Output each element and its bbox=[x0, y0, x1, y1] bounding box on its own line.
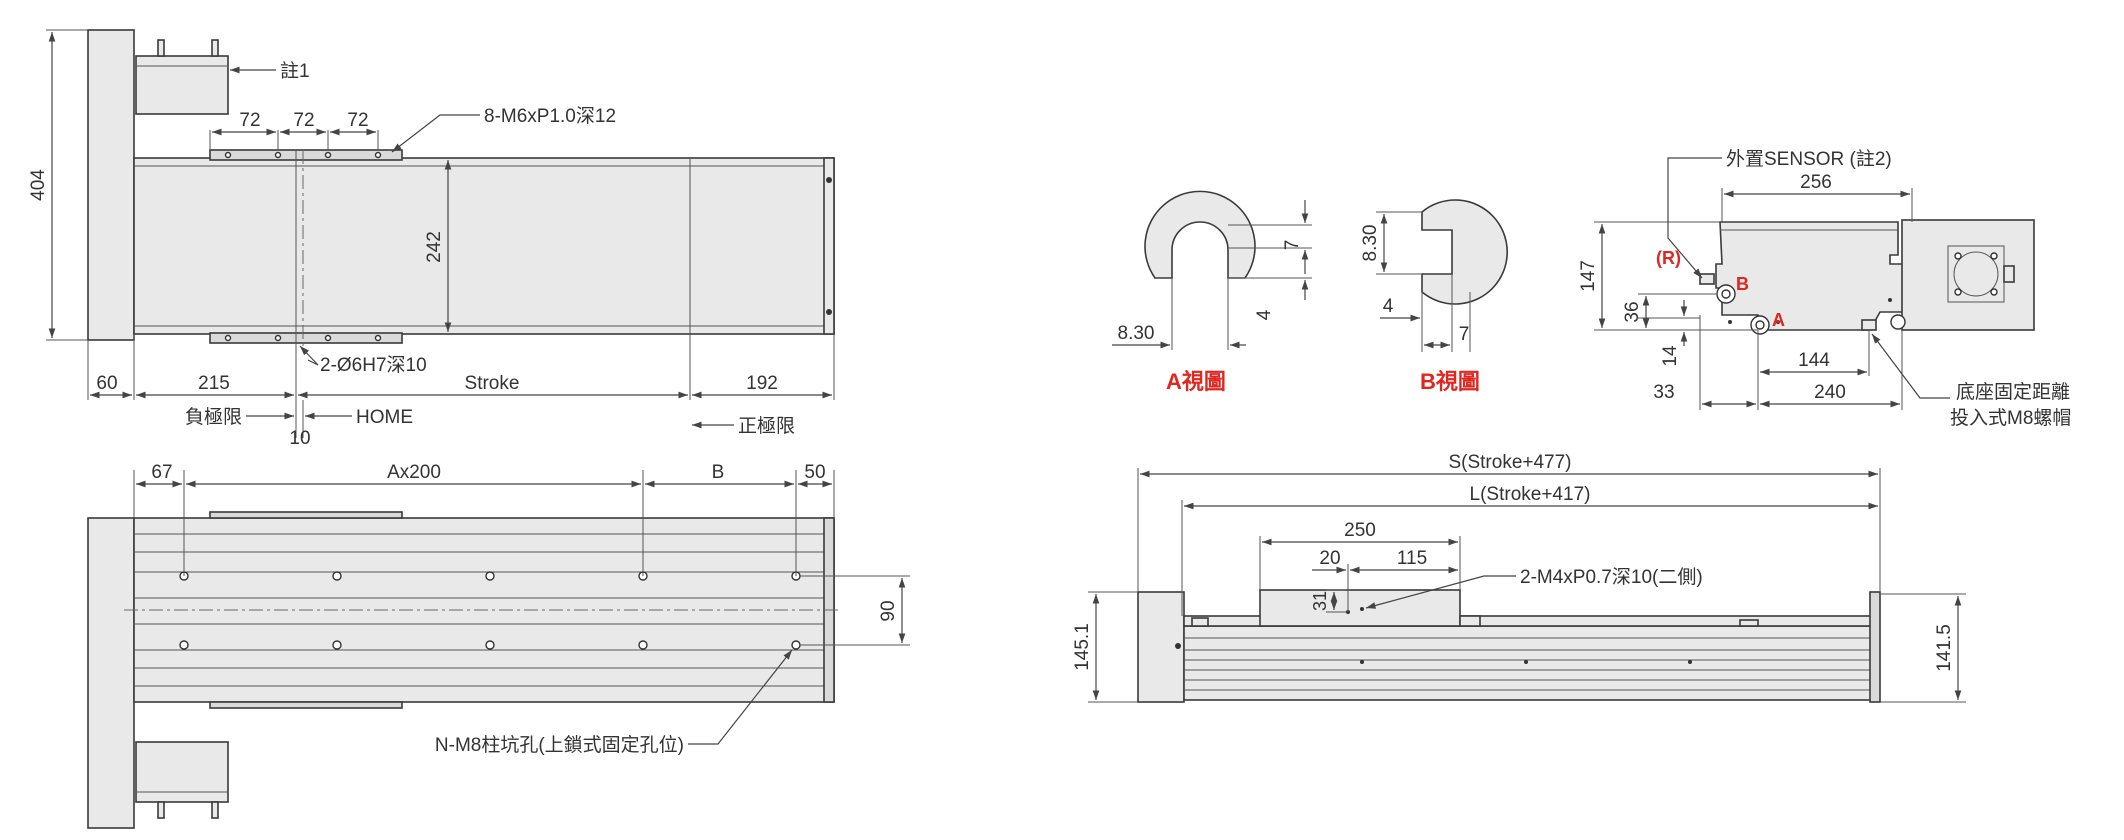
side-dim-141-5: 141.5 bbox=[1934, 624, 1955, 672]
base-note-line1: 底座固定距離 bbox=[1956, 381, 2070, 403]
pin-holes-label: 2-Ø6H7深10 bbox=[320, 354, 427, 376]
dim-215: 215 bbox=[198, 373, 230, 394]
end-dim-144: 144 bbox=[1798, 350, 1830, 371]
dim-72-c: 72 bbox=[347, 110, 368, 131]
view-b-dim-830: 8.30 bbox=[1360, 225, 1381, 262]
base-note-line2: 投入式M8螺帽 bbox=[1950, 407, 2071, 429]
end-dim-36: 36 bbox=[1622, 301, 1643, 322]
s-length-label: S(Stroke+477) bbox=[1448, 452, 1571, 473]
end-dim-33: 33 bbox=[1653, 382, 1674, 403]
view-a-dim-830: 8.30 bbox=[1118, 323, 1155, 344]
end-dim-14: 14 bbox=[1660, 345, 1681, 367]
side-dim-145-1: 145.1 bbox=[1072, 623, 1093, 671]
view-a-dim-4: 4 bbox=[1254, 309, 1275, 320]
side-dim-250: 250 bbox=[1344, 520, 1376, 541]
dim-10: 10 bbox=[289, 428, 310, 449]
side-dim-20: 20 bbox=[1319, 548, 1340, 569]
ax200-label: Ax200 bbox=[387, 462, 441, 483]
dim-67: 67 bbox=[151, 462, 172, 483]
negative-limit-label: 負極限 bbox=[185, 406, 242, 428]
sensor-label: 外置SENSOR (註2) bbox=[1726, 148, 1892, 170]
end-view: 外置SENSOR (註2) 256 147 (R) B A 36 14 144 … bbox=[1578, 148, 2071, 429]
dim-242: 242 bbox=[424, 231, 445, 263]
view-b-title: B視圖 bbox=[1420, 369, 1480, 394]
side-view: S(Stroke+477) L(Stroke+417) 250 20 115 2… bbox=[1072, 452, 1966, 703]
dim-50: 50 bbox=[804, 462, 825, 483]
view-a: 7 4 8.30 A視圖 bbox=[1112, 190, 1312, 394]
counterbore-label: N-M8柱坑孔(上鎖式固定孔位) bbox=[435, 734, 684, 756]
side-dim-31: 31 bbox=[1310, 591, 1330, 611]
end-dim-147: 147 bbox=[1578, 260, 1599, 292]
top-view: 404 註1 72 72 72 8-M6xP1.0深12 242 2-Ø6H7深… bbox=[28, 29, 835, 449]
view-b-dim-4: 4 bbox=[1383, 296, 1394, 317]
dim-192: 192 bbox=[746, 373, 778, 394]
dim-60: 60 bbox=[96, 373, 117, 394]
home-label: HOME bbox=[356, 407, 413, 428]
end-b-label: B bbox=[1736, 274, 1749, 294]
m4-holes-label: 2-M4xP0.7深10(二側) bbox=[1520, 566, 1703, 588]
stroke-label: Stroke bbox=[465, 373, 520, 394]
r-label: (R) bbox=[1656, 248, 1681, 268]
dim-404: 404 bbox=[28, 169, 49, 201]
m6-holes-label: 8-M6xP1.0深12 bbox=[484, 105, 616, 127]
note-1: 註1 bbox=[280, 60, 310, 82]
dim-90: 90 bbox=[878, 600, 899, 621]
dim-72-b: 72 bbox=[293, 110, 314, 131]
view-b: 8.30 4 7 B視圖 bbox=[1360, 199, 1509, 394]
bottom-view: 67 Ax200 B 50 90 N-M8柱坑孔(上鎖式固定孔位) bbox=[87, 462, 910, 829]
end-dim-240: 240 bbox=[1814, 382, 1846, 403]
view-b-dim-7: 7 bbox=[1459, 324, 1470, 345]
positive-limit-label: 正極限 bbox=[738, 415, 795, 437]
dim-72-a: 72 bbox=[239, 110, 260, 131]
b-spacing-label: B bbox=[712, 462, 725, 483]
view-a-dim-7: 7 bbox=[1282, 240, 1303, 251]
view-a-title: A視圖 bbox=[1166, 369, 1226, 394]
end-dim-256: 256 bbox=[1800, 172, 1832, 193]
side-dim-115: 115 bbox=[1397, 548, 1427, 569]
end-a-label: A bbox=[1772, 310, 1785, 330]
l-length-label: L(Stroke+417) bbox=[1470, 484, 1591, 505]
